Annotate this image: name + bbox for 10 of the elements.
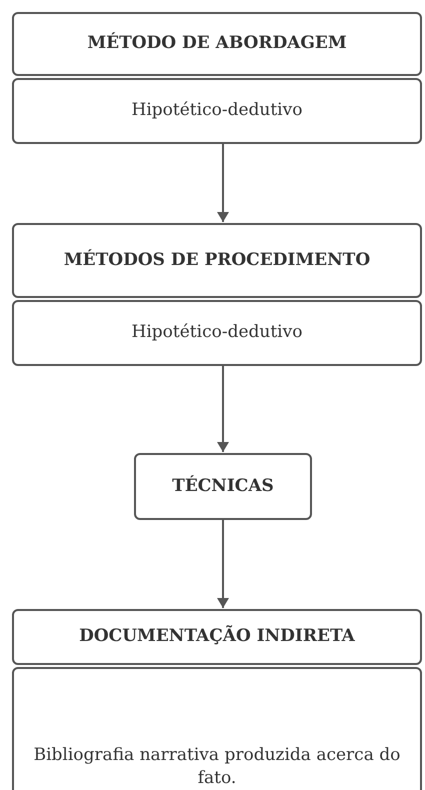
header-box: DOCUMENTAÇÃO INDIRETA [12,609,422,665]
body-box: Bibliografia narrativa produzida acerca do fato. [12,667,422,790]
arrow [217,520,229,608]
body-box: Hipotético-dedutivo [12,78,422,144]
header-box: MÉTODOS DE PROCEDIMENTO [12,223,422,298]
header-box: MÉTODO DE ABORDAGEM [12,12,422,76]
process-box: TÉCNICAS [134,453,312,520]
body-box: Hipotético-dedutivo [12,300,422,366]
arrow [217,366,229,452]
arrow [217,144,229,222]
